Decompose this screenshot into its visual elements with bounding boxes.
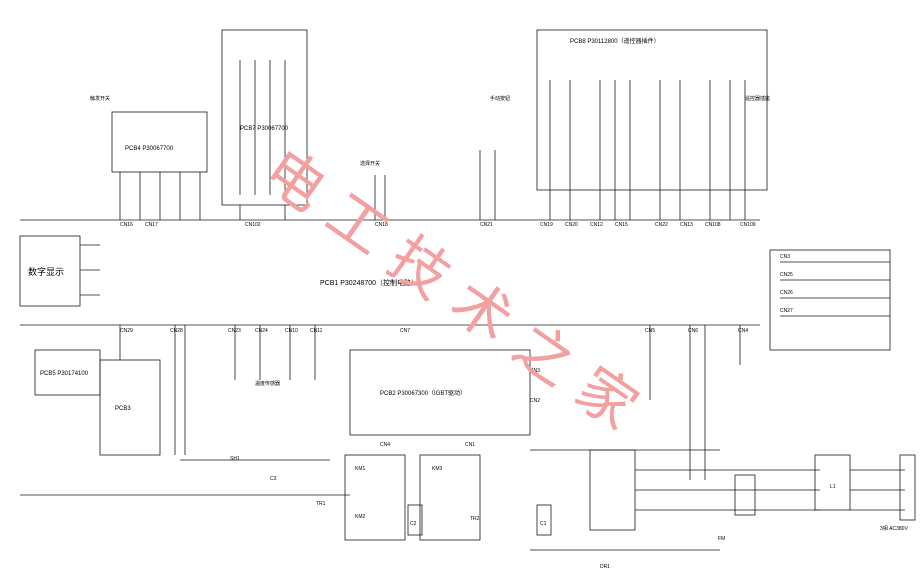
button-note: 手动按钮 — [490, 95, 510, 102]
pcb8-outline — [536, 29, 768, 191]
connector-top: CN18 — [375, 222, 388, 228]
pcb7-outline — [221, 29, 308, 206]
fan-box-outline — [734, 474, 756, 516]
filter-outline — [814, 454, 851, 511]
trigger-note: 触发开关 — [90, 95, 110, 102]
connector-mid: CN11 — [310, 328, 323, 334]
input-note: 3相 AC380V — [880, 525, 908, 532]
connector-bottom: CN4 — [380, 442, 390, 448]
connector-right: CN26 — [780, 290, 793, 296]
connector-right: CN3 — [780, 254, 790, 260]
display-title: 数字显示 — [28, 266, 64, 277]
connector-top: CN12 — [590, 222, 603, 228]
cap-c1-outline — [536, 504, 552, 536]
connector-top: CN15 — [615, 222, 628, 228]
pcb4-title: PCB4 P30067700 — [125, 146, 174, 152]
connector-top: CN21 — [480, 222, 493, 228]
cap-label: C1 — [540, 521, 547, 527]
tr2-label: TR2 — [470, 516, 480, 522]
pcb2-title: PCB2 P30067300（IGBT驱动） — [380, 390, 466, 397]
connector-mid: CN5 — [645, 328, 655, 334]
cap-label: C3 — [270, 476, 277, 482]
pcb4-outline — [111, 111, 208, 173]
watermark: 电工技术之家 — [252, 136, 665, 453]
igbt-group2-outline — [419, 454, 481, 541]
pcb5-title: PCB5 P30174100 — [40, 371, 89, 377]
labels: CN16 CN17 CN102 CN18 CN21 CN19 CN20 CN12… — [28, 37, 908, 570]
pcb8-title: PCB8 P30112800（遥控器插件） — [570, 37, 660, 45]
right-connector-outline — [769, 249, 891, 351]
selector-note: 选择开关 — [360, 160, 380, 167]
tr1-label: TR1 — [316, 501, 326, 507]
pcb2-outline — [349, 349, 531, 436]
main-board-title: PCB1 P30248700（控制电路） — [320, 278, 418, 287]
connector-mid: CN4 — [738, 328, 748, 334]
connector-right: CN25 — [780, 272, 793, 278]
connector-bottom: CN1 — [465, 442, 475, 448]
pcb7-title: PCB7 P30067700 — [240, 126, 289, 132]
connector-top: CN109 — [740, 222, 756, 228]
connector-top: CN22 — [655, 222, 668, 228]
connector-mid: CN7 — [400, 328, 410, 334]
display-outline — [19, 235, 81, 307]
connector-top: CN20 — [565, 222, 578, 228]
relay-label: KM2 — [355, 514, 366, 520]
connector-mid: CN10 — [285, 328, 298, 334]
bridge-label: DR1 — [600, 564, 610, 570]
shunt-label: SH1 — [230, 456, 240, 462]
watermark-text: 电工技术之家 — [252, 136, 665, 453]
fan-label: FM — [718, 536, 725, 542]
connector-top: CN13 — [680, 222, 693, 228]
connector-mid: CN29 — [120, 328, 133, 334]
connector-top: CN16 — [120, 222, 133, 228]
relay-label: KM3 — [432, 466, 443, 472]
connector-mid: CN28 — [170, 328, 183, 334]
input-terminal-outline — [899, 454, 916, 521]
connector-top: CN17 — [145, 222, 158, 228]
connector-mid: CN6 — [688, 328, 698, 334]
connector-top: CN102 — [245, 222, 261, 228]
sensor-note: 温度传感器 — [255, 380, 280, 387]
pcb3-title: PCB3 — [115, 406, 131, 412]
l1-label: L1 — [830, 484, 836, 490]
remote-note: 遥控器插座 — [745, 95, 770, 102]
connector-top: CN19 — [540, 222, 553, 228]
connector-bottom: CN2 — [530, 398, 540, 404]
connector-right: CN27 — [780, 308, 793, 314]
wiring — [19, 29, 916, 551]
connector-mid: CN24 — [255, 328, 268, 334]
relay-label: KM1 — [355, 466, 366, 472]
connector-top: CN108 — [705, 222, 721, 228]
pcb3-outline — [99, 359, 161, 456]
igbt-group-outline — [344, 454, 406, 541]
connector-bottom: CN3 — [530, 368, 540, 374]
bridge-outline — [589, 449, 636, 531]
connector-mid: CN23 — [228, 328, 241, 334]
cap-c2-outline — [407, 504, 423, 536]
cap-label: C2 — [410, 521, 417, 527]
